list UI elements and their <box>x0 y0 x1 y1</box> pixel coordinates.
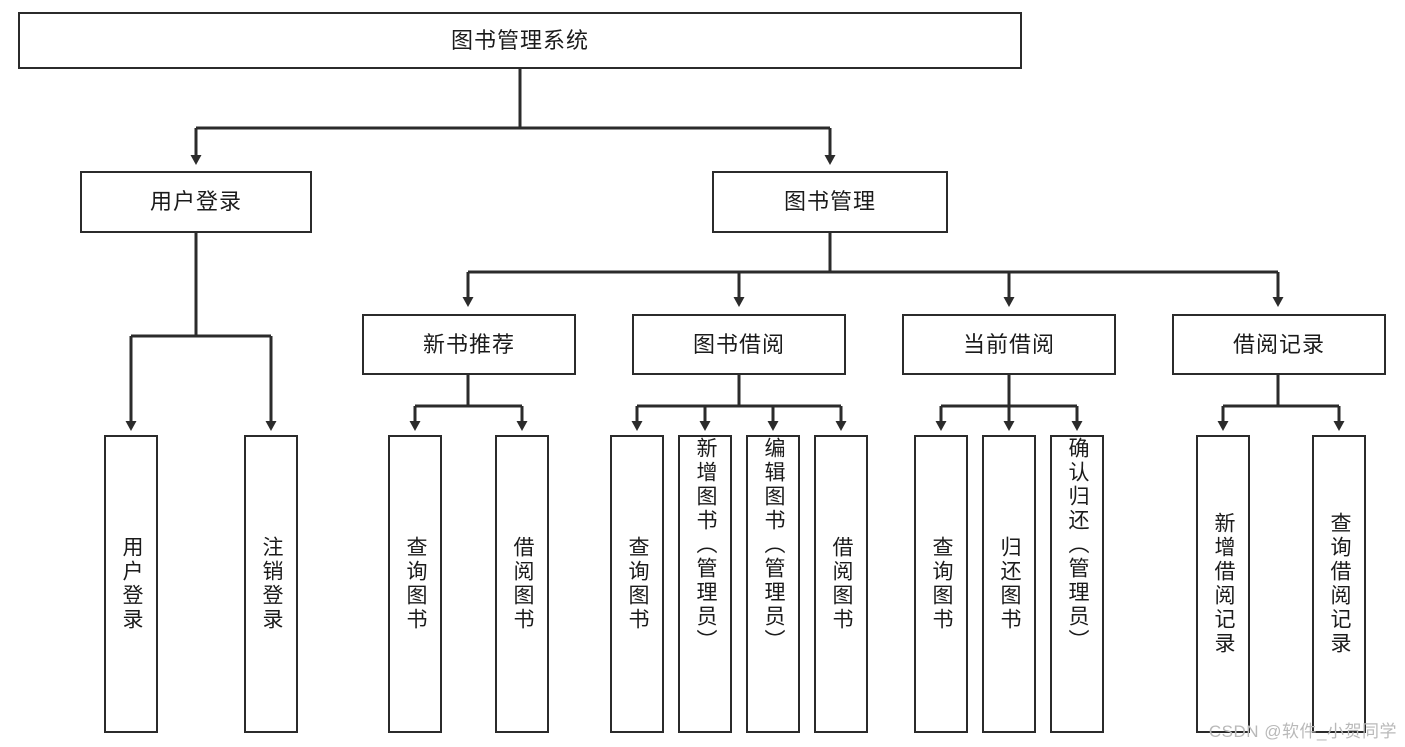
node-user-login[interactable]: 用户登录 <box>80 171 312 233</box>
node-leaf-borrow-book-2[interactable]: 借阅图书 <box>814 435 868 733</box>
node-leaf-query-record[interactable]: 查询借阅记录 <box>1312 435 1366 733</box>
node-new-book-rec[interactable]: 新书推荐 <box>362 314 576 375</box>
node-leaf-query-book-2[interactable]: 查询图书 <box>610 435 664 733</box>
node-leaf-borrow-book-1-label: 借阅图书 <box>511 536 535 632</box>
node-borrow-record-label: 借阅记录 <box>1232 331 1325 357</box>
node-leaf-borrow-book-2-label: 借阅图书 <box>830 536 854 632</box>
node-leaf-logout-login-label: 注销登录 <box>260 536 284 632</box>
node-current-borrow[interactable]: 当前借阅 <box>902 314 1116 375</box>
node-book-manage-label: 图书管理 <box>783 189 876 215</box>
node-leaf-confirm-return-label: 确认归还（管理员） <box>1066 437 1090 653</box>
node-book-borrow[interactable]: 图书借阅 <box>632 314 846 375</box>
node-leaf-return-book-label: 归还图书 <box>998 536 1022 632</box>
node-leaf-logout-login[interactable]: 注销登录 <box>244 435 298 733</box>
node-leaf-user-login[interactable]: 用户登录 <box>104 435 158 733</box>
node-new-book-rec-label: 新书推荐 <box>422 331 515 357</box>
node-current-borrow-label: 当前借阅 <box>962 331 1055 357</box>
node-leaf-query-book-2-label: 查询图书 <box>626 536 650 632</box>
node-leaf-edit-book[interactable]: 编辑图书（管理员） <box>746 435 800 733</box>
node-leaf-confirm-return[interactable]: 确认归还（管理员） <box>1050 435 1104 733</box>
node-borrow-record[interactable]: 借阅记录 <box>1172 314 1386 375</box>
node-root[interactable]: 图书管理系统 <box>18 12 1022 69</box>
node-leaf-user-login-label: 用户登录 <box>120 536 144 632</box>
watermark: CSDN @软件_小贺同学 <box>1208 722 1397 741</box>
node-leaf-query-book-3-label: 查询图书 <box>930 536 954 632</box>
node-leaf-add-book-label: 新增图书（管理员） <box>694 437 718 653</box>
node-leaf-edit-book-label: 编辑图书（管理员） <box>762 437 786 653</box>
node-leaf-borrow-book-1[interactable]: 借阅图书 <box>495 435 549 733</box>
node-leaf-add-record[interactable]: 新增借阅记录 <box>1196 435 1250 733</box>
node-leaf-add-record-label: 新增借阅记录 <box>1212 512 1236 656</box>
node-leaf-query-book-1-label: 查询图书 <box>404 536 428 632</box>
node-leaf-query-book-1[interactable]: 查询图书 <box>388 435 442 733</box>
node-leaf-query-record-label: 查询借阅记录 <box>1328 512 1352 656</box>
node-leaf-return-book[interactable]: 归还图书 <box>982 435 1036 733</box>
node-root-label: 图书管理系统 <box>450 27 589 53</box>
node-leaf-query-book-3[interactable]: 查询图书 <box>914 435 968 733</box>
node-user-login-label: 用户登录 <box>149 189 242 215</box>
node-book-manage[interactable]: 图书管理 <box>712 171 948 233</box>
node-leaf-add-book[interactable]: 新增图书（管理员） <box>678 435 732 733</box>
node-book-borrow-label: 图书借阅 <box>692 331 785 357</box>
